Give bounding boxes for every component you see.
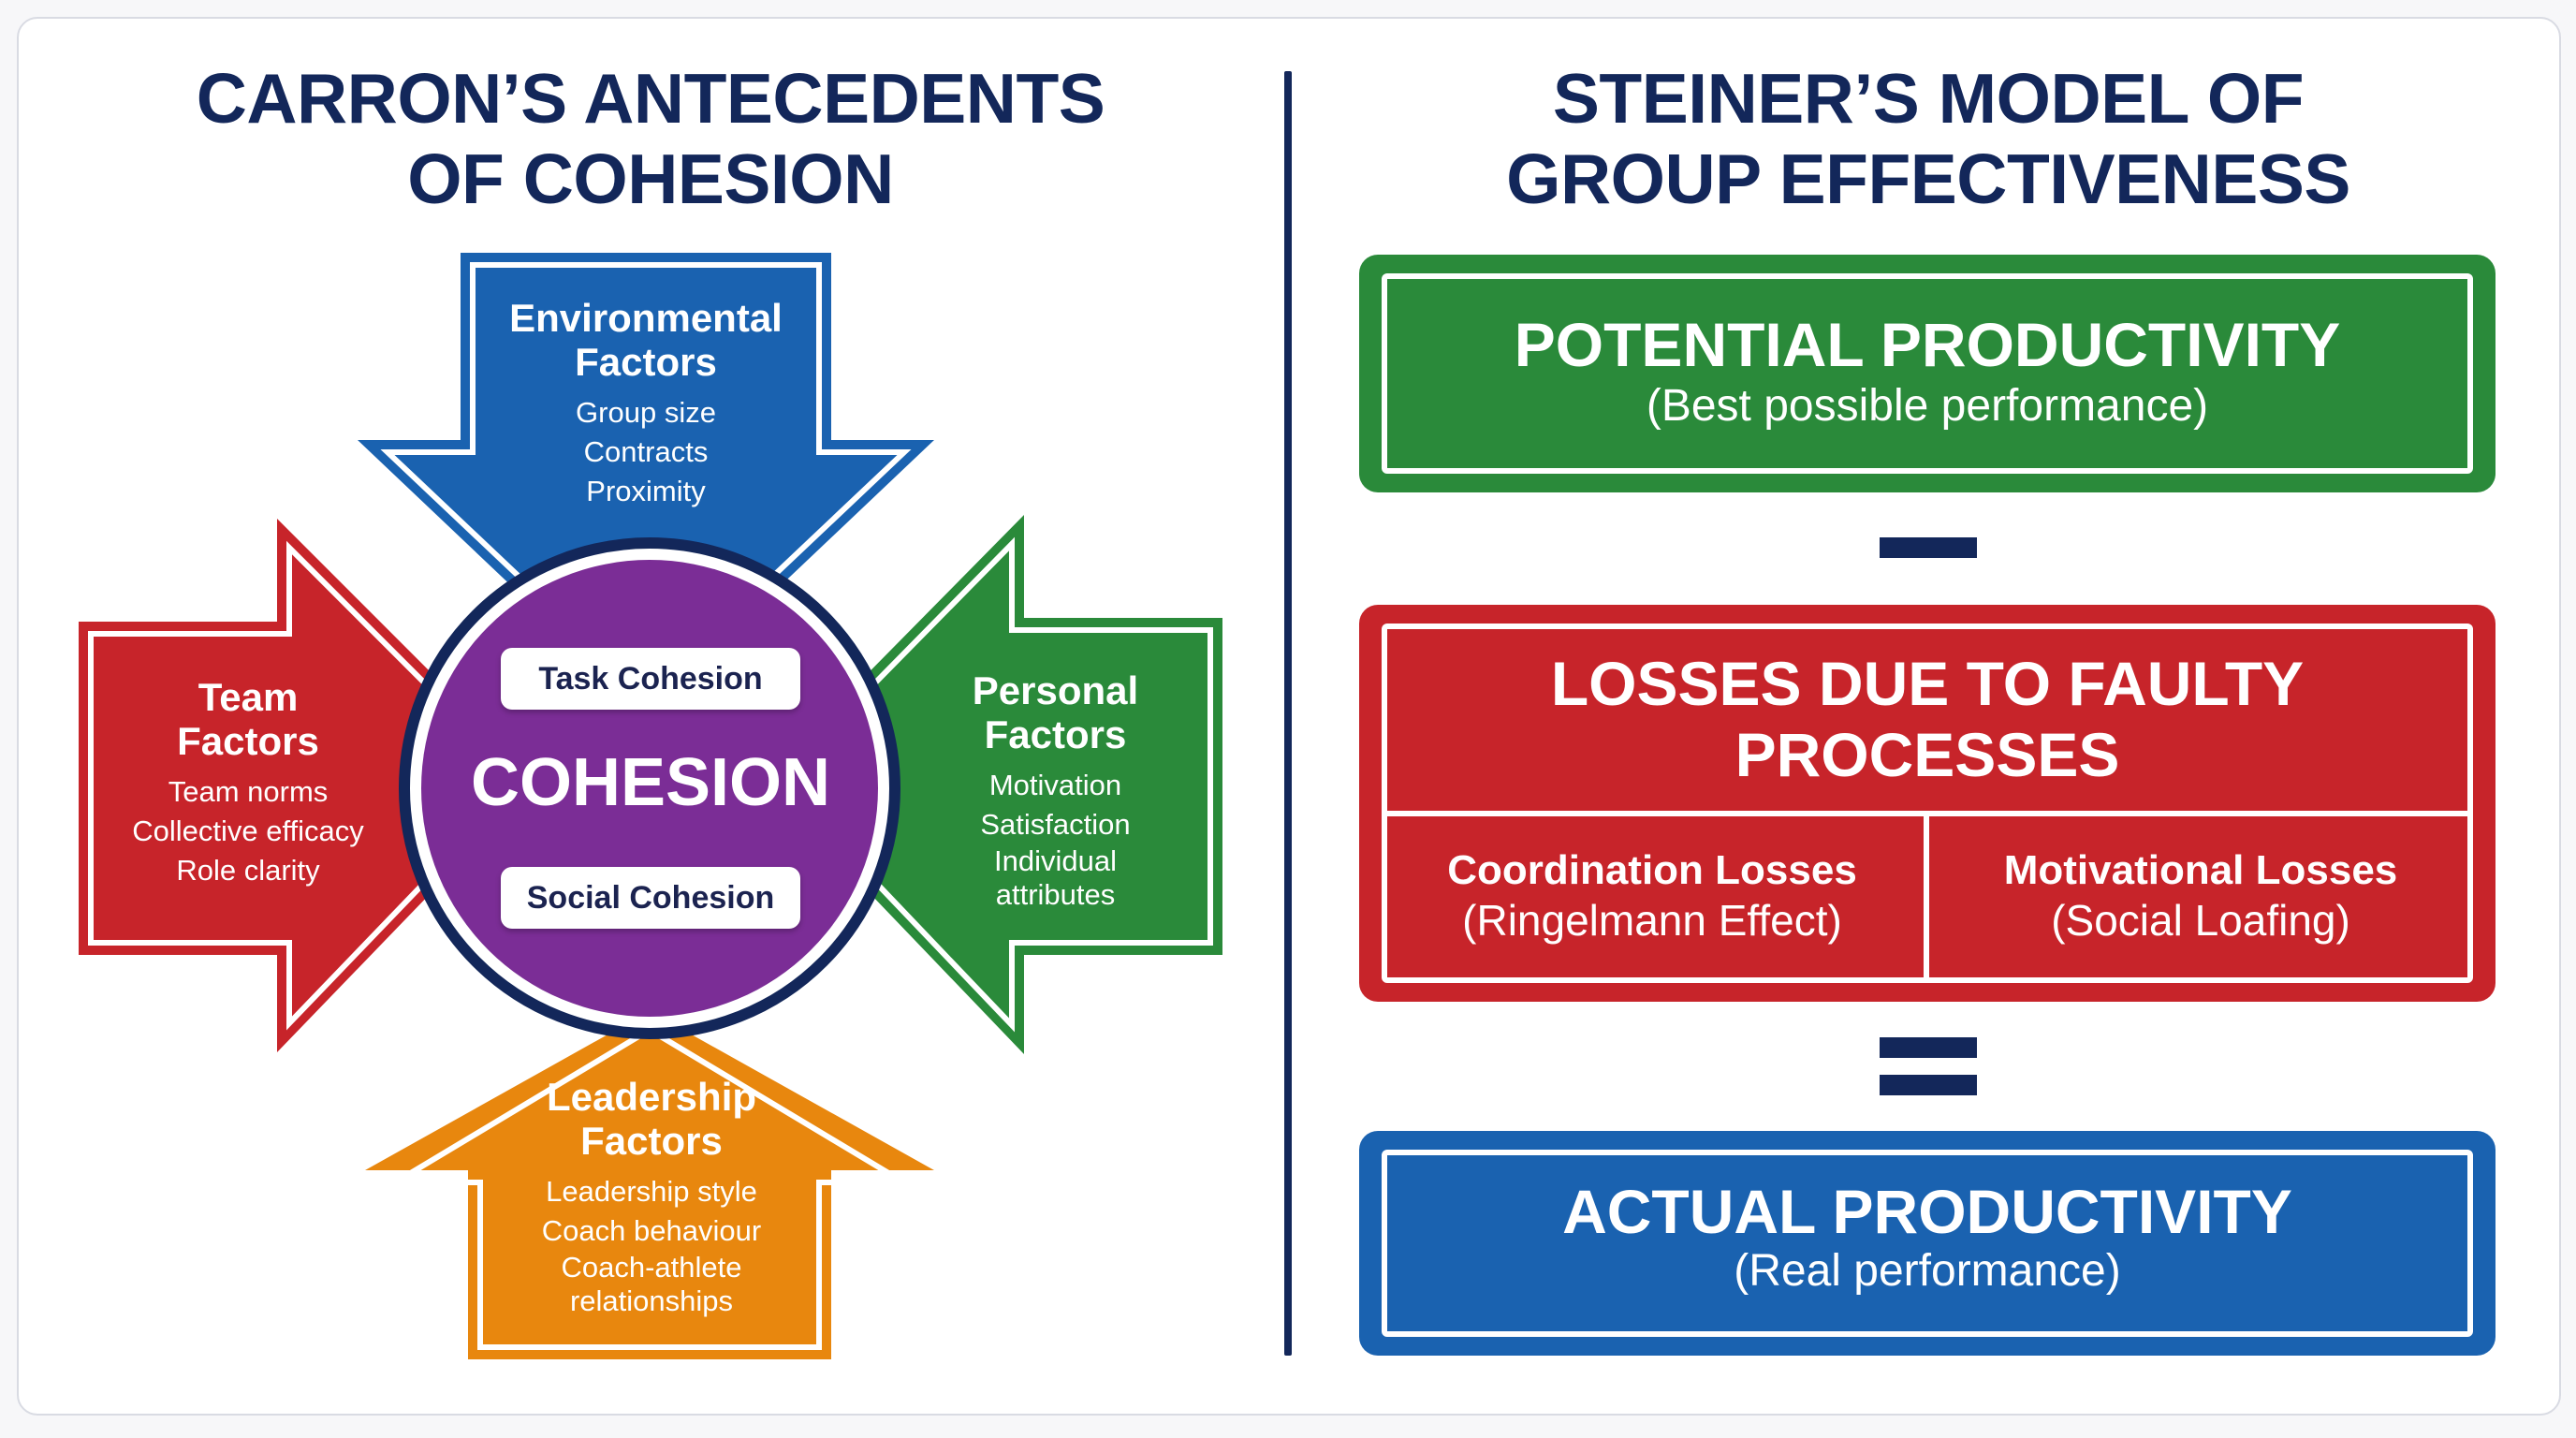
team-items: Team norms Collective efficacy Role clar…	[94, 772, 402, 890]
potential-productivity-box	[1359, 255, 2496, 492]
carron-title: CARRON’S ANTECEDENTS OF COHESION	[112, 58, 1189, 219]
leadership-arrow	[365, 1011, 934, 1359]
actual-box-border	[1382, 1150, 2473, 1337]
section-divider	[1284, 71, 1292, 1356]
environmental-factors-text: Environmental Factors Group size Contrac…	[431, 296, 861, 511]
leadership-item: Coach behaviour	[541, 1214, 762, 1247]
environmental-title-line1: Environmental	[509, 296, 783, 340]
coordination-losses-subtitle: (Ringelmann Effect)	[1462, 896, 1842, 945]
potential-box-border	[1382, 273, 2473, 474]
team-item: Role clarity	[176, 854, 320, 887]
losses-title-line1: LOSSES DUE TO FAULTY	[1550, 649, 2305, 718]
team-title-line1: Team	[198, 675, 299, 719]
personal-title-line1: Personal	[972, 668, 1139, 712]
leadership-factors-text: Leadership Factors Leadership style Coac…	[436, 1075, 867, 1318]
carron-title-line1: CARRON’S ANTECEDENTS	[196, 59, 1105, 138]
actual-productivity-title: ACTUAL PRODUCTIVITY	[1562, 1177, 2292, 1246]
steiner-title-line1: STEINER’S MODEL OF	[1552, 59, 2305, 138]
environmental-title-line2: Factors	[575, 340, 717, 384]
environmental-item: Proximity	[586, 475, 706, 507]
motivational-losses-subtitle: (Social Loafing)	[2051, 896, 2350, 945]
environmental-factors-title: Environmental Factors	[431, 296, 861, 384]
team-factors-text: Team Factors Team norms Collective effic…	[94, 675, 402, 890]
task-cohesion-label: Task Cohesion	[501, 648, 800, 710]
equals-operator-bottom	[1880, 1075, 1977, 1095]
leadership-item: relationships	[569, 1284, 734, 1317]
coordination-losses-title: Coordination Losses	[1447, 847, 1857, 893]
environmental-item: Contracts	[583, 435, 709, 468]
carron-title-line2: OF COHESION	[407, 139, 894, 218]
personal-items: Motivation Satisfaction Individual attri…	[889, 766, 1222, 912]
personal-item: Individual	[994, 844, 1117, 877]
leadership-factors-title: Leadership Factors	[436, 1075, 867, 1163]
leadership-items: Leadership style Coach behaviour Coach-a…	[436, 1172, 867, 1318]
personal-item: Motivation	[988, 769, 1122, 801]
losses-title-line2: PROCESSES	[1734, 720, 2120, 789]
leadership-item: Leadership style	[546, 1175, 757, 1208]
leadership-title-line1: Leadership	[546, 1075, 757, 1119]
actual-productivity-box	[1359, 1131, 2496, 1356]
environmental-item: Group size	[576, 396, 716, 429]
minus-operator	[1880, 537, 1977, 558]
personal-title-line2: Factors	[984, 712, 1127, 756]
team-arrow	[79, 519, 539, 1052]
personal-factors-title: Personal Factors	[889, 668, 1222, 756]
personal-item: Satisfaction	[980, 808, 1131, 841]
process-losses-title: LOSSES DUE TO FAULTY PROCESSES	[1382, 648, 2473, 790]
losses-vertical-divider	[1924, 811, 1929, 983]
steiner-title-line2: GROUP EFFECTIVENESS	[1506, 139, 2350, 218]
personal-arrow	[762, 515, 1222, 1054]
leadership-item: Coach-athlete	[561, 1251, 742, 1284]
leadership-title-line2: Factors	[580, 1119, 723, 1163]
environmental-items: Group size Contracts Proximity	[431, 393, 861, 511]
actual-productivity-subtitle: (Real performance)	[1734, 1246, 2121, 1296]
steiner-title: STEINER’S MODEL OF GROUP EFFECTIVENESS	[1385, 58, 2471, 219]
team-item: Team norms	[168, 775, 329, 808]
personal-factors-text: Personal Factors Motivation Satisfaction…	[889, 668, 1222, 912]
team-factors-title: Team Factors	[94, 675, 402, 763]
social-cohesion-label: Social Cohesion	[501, 867, 800, 929]
team-title-line2: Factors	[177, 719, 319, 763]
cohesion-label: COHESION	[470, 745, 831, 820]
team-item: Collective efficacy	[132, 814, 364, 847]
personal-item: attributes	[995, 878, 1116, 911]
equals-operator-top	[1880, 1037, 1977, 1058]
potential-productivity-title: POTENTIAL PRODUCTIVITY	[1514, 310, 2341, 379]
potential-productivity-subtitle: (Best possible performance)	[1646, 381, 2209, 431]
motivational-losses-title: Motivational Losses	[2003, 847, 2398, 893]
